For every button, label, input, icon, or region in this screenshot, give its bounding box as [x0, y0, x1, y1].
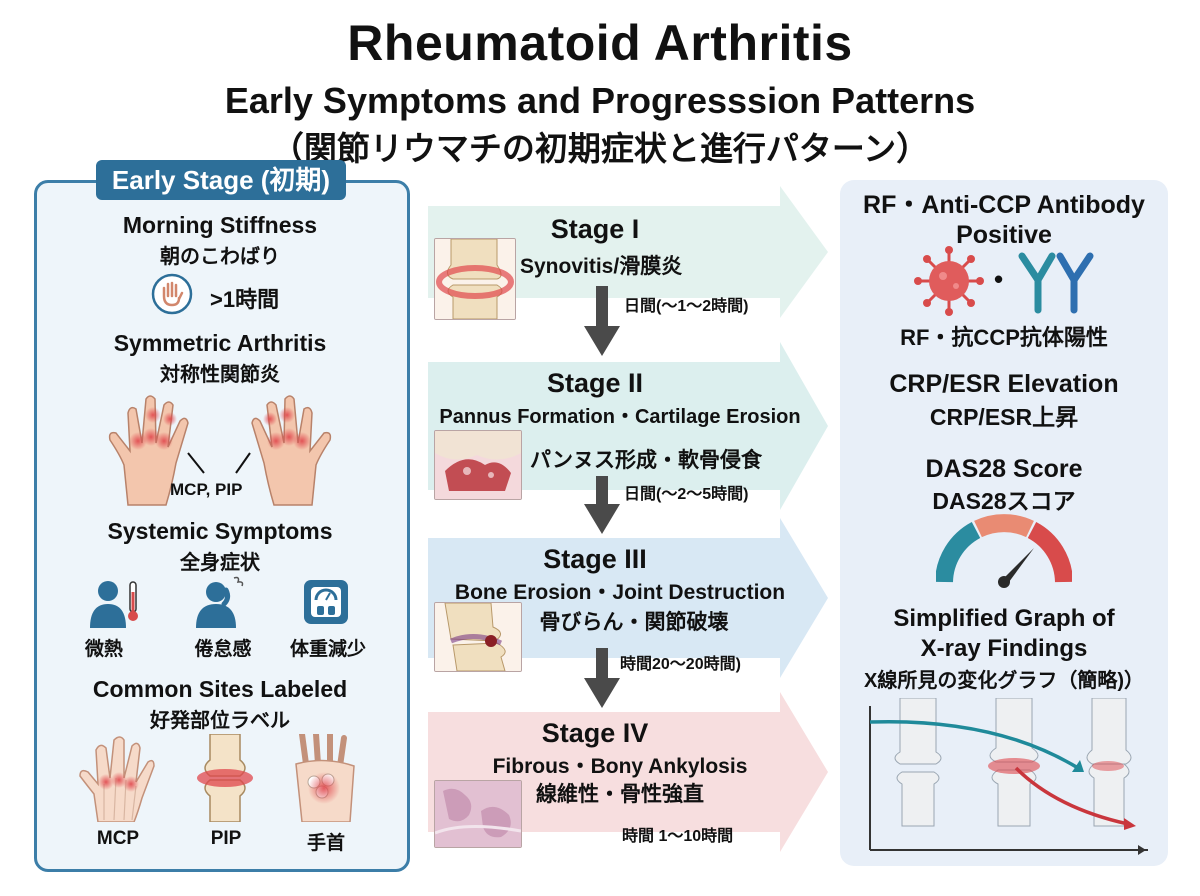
stage-3-title: Stage III: [543, 544, 647, 574]
stage-3-desc-jp: 骨びらん・関節破壊: [539, 611, 729, 634]
antibody-label-jp: RF・抗CCP抗体陽性: [900, 325, 1108, 350]
stage-3-duration: 時間20〜20時間): [620, 656, 741, 673]
stage-1-arrow-bg: [428, 186, 828, 318]
antibody-separator: •: [994, 264, 1004, 294]
pip-joint-illustration: [197, 734, 253, 822]
morning-stiffness-label-jp: 朝のこわばり: [160, 246, 280, 268]
morning-stiffness-label: Morning Stiffness: [122, 212, 318, 238]
systemic-symptoms-label-jp: 全身症状: [180, 552, 260, 574]
virus-icon: [914, 246, 984, 316]
stage-2-desc-jp: パンヌス形成・軟骨侵食: [530, 449, 763, 472]
antibody-label: RF・Anti-CCP Antibody Positive: [863, 191, 1145, 249]
page-title: Rheumatoid Arthritis: [347, 15, 853, 71]
stage-3-desc: Bone Erosion・Joint Destruction: [454, 581, 786, 604]
hand-icon: [151, 273, 193, 315]
stage-2-image: [434, 430, 522, 500]
down-arrow-1: [584, 286, 620, 356]
antibody-icon: [1018, 252, 1094, 314]
down-arrow-3: [584, 648, 620, 708]
xray-trend-red: [1014, 766, 1129, 826]
common-sites-label-jp: 好発部位ラベル: [150, 710, 290, 732]
down-arrow-2: [584, 476, 620, 534]
systemic-symptoms-label: Systemic Symptoms: [107, 518, 333, 544]
stage-3-arrow-bg: [428, 518, 828, 678]
das28-label: DAS28 Score: [925, 455, 1083, 483]
site-pip-label: PIP: [210, 828, 242, 849]
stage-1-title: Stage I: [550, 214, 640, 244]
stage-2-arrow-bg: [428, 342, 828, 510]
fever-label: 微熱: [84, 639, 123, 660]
early-stage-tab: Early Stage (初期): [96, 160, 346, 200]
fatigue-icon: [196, 576, 244, 628]
crp-esr-label-jp: CRP/ESR上昇: [929, 404, 1079, 430]
stage-1-duration: 日間(〜1〜2時間): [624, 298, 749, 315]
stage-4-image: [434, 780, 522, 848]
site-wrist-label: 手首: [306, 833, 345, 854]
symmetric-joints-label: MCP, PIP: [170, 480, 243, 499]
fever-icon: [90, 581, 138, 628]
xray-joint-early: [894, 698, 942, 827]
site-mcp-label: MCP: [96, 828, 140, 849]
stage-4-desc-jp: 線維性・骨性強直: [536, 783, 704, 806]
page-subtitle-jp: （関節リウマチの初期症状と進行パターン）: [270, 130, 930, 167]
wrist-hand-illustration: [295, 734, 355, 822]
stage-4-arrow-bg: [428, 692, 828, 852]
common-sites-label: Common Sites Labeled: [92, 676, 348, 702]
stage-2-title: Stage II: [546, 368, 644, 398]
symmetric-arthritis-label-jp: 対称性関節炎: [160, 364, 280, 386]
scale-icon: [304, 580, 348, 624]
stage-2-desc: Pannus Formation・Cartilage Erosion: [439, 406, 801, 428]
xray-graph: [869, 698, 1148, 855]
page-subtitle: Early Symptoms and Progresssion Patterns: [224, 80, 976, 121]
symmetric-arthritis-label: Symmetric Arthritis: [113, 330, 327, 356]
xray-graph-title-jp: X線所見の変化グラフ（簡略)）: [864, 670, 1144, 692]
xray-joint-moderate: [988, 698, 1040, 827]
symmetric-hands-illustration: [108, 395, 332, 506]
stage-4-desc: Fibrous・Bony Ankylosis: [492, 755, 748, 778]
stage-4-duration: 時間 1〜10時間: [622, 828, 734, 845]
crp-esr-label: CRP/ESR Elevation: [889, 370, 1119, 398]
stage-2-duration: 日間(〜2〜5時間): [624, 486, 749, 503]
stage-3-image: [434, 602, 522, 672]
das28-gauge: [936, 514, 1072, 588]
stage-1-desc: Synovitis/滑膜炎: [520, 255, 683, 278]
das28-label-jp: DAS28スコア: [932, 488, 1076, 514]
weight-loss-label: 体重減少: [289, 639, 366, 660]
xray-trend-teal: [869, 719, 1079, 770]
morning-stiffness-duration: >1時間: [210, 287, 280, 312]
xray-graph-title: Simplified Graph of X-ray Findings: [893, 605, 1115, 662]
stage-1-image: [434, 238, 516, 320]
stage-arrows: [428, 186, 828, 852]
xray-joint-severe: [1086, 698, 1132, 827]
fatigue-label: 倦怠感: [194, 639, 252, 660]
mcp-hand-illustration: [79, 736, 155, 822]
stage-4-title: Stage IV: [541, 718, 649, 748]
